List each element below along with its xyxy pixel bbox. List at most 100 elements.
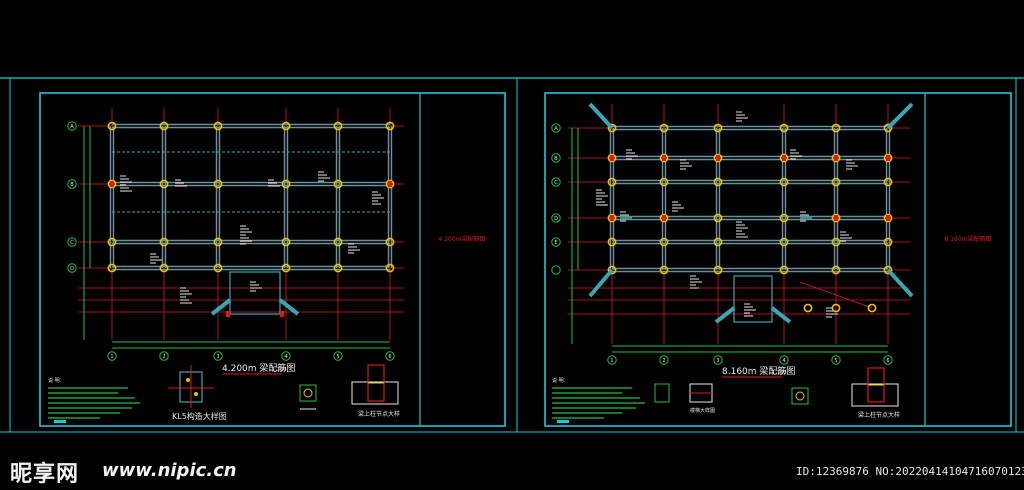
column-axis-bubble xyxy=(831,355,841,365)
column-stub xyxy=(886,215,890,221)
column-stub xyxy=(662,215,666,221)
column-axis-label: 1 xyxy=(110,354,113,360)
column-stub xyxy=(610,215,614,221)
column xyxy=(659,177,669,187)
sheet-2-column-detail: 梁上柱节点大样 xyxy=(851,367,900,419)
sheet-1-plan-scale: 1:100 xyxy=(272,367,286,373)
column-axis-label: 3 xyxy=(216,354,219,360)
sheet-2-column-detail-title: 梁上柱节点大样 xyxy=(858,411,900,419)
column xyxy=(333,121,343,131)
row-axis-bubble xyxy=(551,265,561,275)
column-stub xyxy=(716,155,720,161)
column xyxy=(607,237,617,247)
row-axis-label: B xyxy=(554,156,558,162)
sheet-1-column-detail: 梁上柱节点大样 xyxy=(351,364,400,418)
column-stub xyxy=(226,311,230,317)
column xyxy=(385,237,395,247)
row-axis-bubble xyxy=(67,121,77,131)
column xyxy=(831,153,841,163)
row-axis-label: D xyxy=(554,216,558,222)
column xyxy=(779,265,789,275)
column xyxy=(607,213,617,223)
column xyxy=(107,121,117,131)
corner-cantilever-beam xyxy=(588,102,614,130)
corner-cantilever-beam xyxy=(588,268,614,298)
column xyxy=(779,237,789,247)
row-axis-label: D xyxy=(70,266,74,272)
column xyxy=(607,265,617,275)
column xyxy=(659,265,669,275)
column xyxy=(883,213,893,223)
column xyxy=(107,237,117,247)
row-axis-label: B xyxy=(70,182,74,188)
column xyxy=(831,265,841,275)
column xyxy=(281,179,291,189)
column xyxy=(883,237,893,247)
column-axis-label: 2 xyxy=(162,354,165,360)
column-axis-bubble xyxy=(659,355,669,365)
column-axis-label: 1 xyxy=(610,358,613,364)
watermark-id: ID:12369876 NO:20220414104716070123 xyxy=(796,465,1024,478)
column xyxy=(713,123,723,133)
column-axis-label: 2 xyxy=(662,358,665,364)
column xyxy=(159,121,169,131)
sheet-1-notes-heading: 说 明： xyxy=(48,377,65,384)
column xyxy=(713,213,723,223)
column xyxy=(213,237,223,247)
column xyxy=(831,303,841,313)
column-axis-label: 5 xyxy=(834,358,837,364)
column xyxy=(385,121,395,131)
entrance-wing xyxy=(714,306,736,324)
column xyxy=(607,153,617,163)
column xyxy=(385,179,395,189)
column xyxy=(281,237,291,247)
sheet-1-scale-bar xyxy=(54,420,66,423)
column xyxy=(213,121,223,131)
column-axis-bubble xyxy=(607,355,617,365)
watermark-url: www.nipic.cn xyxy=(102,460,237,481)
row-axis-label: A xyxy=(554,126,558,132)
column-stub xyxy=(782,155,786,161)
column-axis-label: 5 xyxy=(336,354,339,360)
sheet-1-detail-title: KL5构造大样图 xyxy=(172,411,227,421)
column xyxy=(779,123,789,133)
column xyxy=(803,303,813,313)
column-axis-bubble xyxy=(883,355,893,365)
column xyxy=(607,177,617,187)
sheet-1-plan-title: 4.200m 梁配筋图 xyxy=(222,362,295,374)
column xyxy=(831,237,841,247)
entrance-wing xyxy=(278,298,300,316)
column xyxy=(281,121,291,131)
column-stub xyxy=(280,311,284,317)
sheet-1-small-detail xyxy=(299,384,317,410)
column-axis-bubble xyxy=(159,351,169,361)
sheet-2-plan-scale: 1:100 xyxy=(772,370,786,376)
column xyxy=(883,177,893,187)
row-axis-label: C xyxy=(554,180,558,186)
column xyxy=(713,265,723,275)
column xyxy=(213,179,223,189)
sheet-2-side-label: 8.160m梁配筋图 xyxy=(944,235,991,243)
sheet-1-column-detail-title: 梁上柱节点大样 xyxy=(358,410,400,418)
column xyxy=(159,179,169,189)
column xyxy=(659,123,669,133)
column xyxy=(333,179,343,189)
column xyxy=(213,263,223,273)
sheet-2-notes xyxy=(552,387,645,419)
column xyxy=(385,263,395,273)
corner-cantilever-beam xyxy=(886,102,914,130)
column-axis-label: 6 xyxy=(388,354,391,360)
column-axis-bubble xyxy=(213,351,223,361)
column xyxy=(831,177,841,187)
column xyxy=(281,263,291,273)
column xyxy=(333,237,343,247)
corner-cantilever-beam xyxy=(886,268,914,298)
column xyxy=(779,177,789,187)
sheet-2-small-detail xyxy=(791,387,809,405)
column-axis-bubble xyxy=(713,355,723,365)
sheet-1-kl5-detail: KL5构造大样图 xyxy=(168,365,227,421)
column xyxy=(713,237,723,247)
row-axis-label: C xyxy=(70,240,74,246)
